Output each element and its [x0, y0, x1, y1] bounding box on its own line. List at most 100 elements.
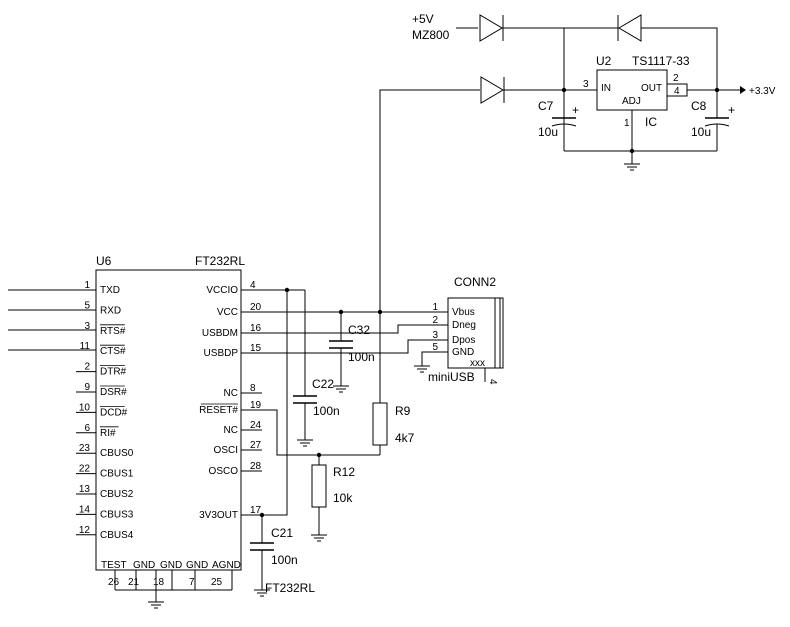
vin-source-label: MZ800: [412, 28, 450, 42]
conn2-pin-name: Dneg: [452, 320, 476, 331]
u6-bottom-pin-name: GND: [186, 560, 208, 571]
u6-right-pin-number: 16: [250, 323, 262, 334]
ground-symbol-c21: [254, 589, 270, 597]
regulator-part: TS1117-33: [632, 54, 690, 68]
u6-left-pin-number: 10: [79, 402, 91, 413]
conn2-pin-name: Vbus: [452, 307, 475, 318]
c8-polarity: +: [728, 103, 735, 117]
c7-value: 10u: [538, 125, 558, 139]
u6-left-pin-name: CBUS2: [100, 489, 134, 500]
vout-label: +3.3V: [749, 86, 776, 97]
u6-left-pin-name: RI#: [100, 428, 116, 439]
u6-right-pin-name: OSCO: [209, 466, 239, 477]
capacitor-c21: [250, 542, 274, 551]
u6-right-pin-number: 19: [250, 400, 262, 411]
vin-label: +5V: [412, 12, 434, 26]
regulator-pin-in: IN: [601, 83, 611, 94]
u6-left-pin-name: DSR#: [100, 387, 127, 398]
u6-left-pin-number: 2: [84, 362, 90, 373]
u6-right-pin-name: 3V3OUT: [199, 510, 238, 521]
capacitor-c32: [329, 340, 353, 349]
u6-left-pin-number: 1: [84, 280, 90, 291]
u6-left-pin-number: 22: [79, 464, 91, 475]
regulator-pin-out: OUT: [641, 83, 662, 94]
regulator-pin-num-adj: 1: [624, 118, 630, 129]
u6-right-pin-number: 17: [250, 505, 262, 516]
u6-right-pin-number: 28: [250, 461, 262, 472]
u6-right-pin-name: USBDM: [202, 328, 238, 339]
u6-left-pin-name: RTS#: [100, 326, 126, 337]
u6-ref: U6: [96, 254, 112, 268]
u6-left-pin-name: CTS#: [100, 346, 126, 357]
regulator-body-label: IC: [645, 115, 657, 129]
u6-footer-label: FT232RL: [265, 581, 315, 595]
u6-part: FT232RL: [195, 254, 245, 268]
u6-bottom-pin-name: TEST: [101, 560, 127, 571]
u6-left-pin-number: 6: [84, 423, 90, 434]
conn2-ref: CONN2: [454, 275, 496, 289]
regulator-pin-num-in: 3: [583, 79, 589, 90]
ground-symbol-conn: [414, 365, 430, 373]
u6-left-pin-name: DTR#: [100, 367, 127, 378]
resistor-r12: [311, 464, 327, 508]
ground-symbol-regulator: [624, 163, 640, 171]
capacitor-c22: [293, 395, 317, 404]
regulator-pin-num-out: 2: [673, 73, 679, 84]
u6-right-pin-name: NC: [224, 425, 238, 436]
u6-left-pin-name: CBUS0: [100, 448, 134, 459]
regulator-ref: U2: [596, 54, 612, 68]
diode-d3: [480, 76, 505, 104]
u6-left-pin-number: 5: [84, 300, 90, 311]
conn2-part: miniUSB: [428, 370, 475, 384]
r12-ref: R12: [333, 465, 355, 479]
u6-right-pin-number: 20: [250, 302, 262, 313]
regulator-pin-num-tab: 4: [674, 86, 680, 97]
c21-ref: C21: [271, 526, 293, 540]
u6-right-pin-name: VCC: [217, 307, 238, 318]
u6-bottom-pin-name: AGND: [212, 560, 241, 571]
conn2-shield-mark: xxx: [470, 358, 485, 369]
u6-bottom-pin-number: 26: [108, 577, 120, 588]
u6-left-pin-name: CBUS4: [100, 530, 134, 541]
r9-ref: R9: [395, 404, 411, 418]
u6-left-pin-number: 11: [80, 341, 91, 352]
u6-right-pin-name: USBDP: [204, 348, 239, 359]
ground-symbol-r12: [311, 534, 327, 542]
u6-bottom-pin-number: 21: [128, 577, 140, 588]
power-supply-section: +5V MZ800 U2 TS1117-33 IN OUT ADJ: [379, 12, 776, 312]
c22-ref: C22: [312, 377, 334, 391]
conn2-pin-number: 3: [432, 330, 438, 341]
u6-right-pin-name: VCCIO: [206, 285, 238, 296]
u6-left-pin-name: TXD: [100, 285, 120, 296]
u6-right-pin-name: OSCI: [214, 445, 238, 456]
ft232-nets: C22 100n C32 100n: [241, 287, 448, 597]
conn2-shield-pin: 4: [487, 379, 498, 385]
c7-ref: C7: [538, 99, 554, 113]
conn2-pin-number: 1: [432, 302, 438, 313]
u6-left-pin-name: CBUS3: [100, 509, 134, 520]
conn2-pin-name: GND: [452, 347, 474, 358]
u6-bottom-pin-name: GND: [160, 560, 182, 571]
u6-left-pin-number: 14: [79, 504, 91, 515]
u6-left-pin-name: CBUS1: [100, 469, 134, 480]
u6-left-pin-number: 13: [79, 484, 91, 495]
ground-symbol-c22: [297, 439, 313, 447]
u6-left-pin-number: 12: [79, 525, 91, 536]
c22-value: 100n: [313, 404, 340, 418]
u6-bottom-pin-number: 7: [189, 577, 195, 588]
u6-body: [95, 269, 242, 571]
u6-right-pin-number: 15: [250, 343, 262, 354]
conn2-pin-number: 2: [432, 315, 438, 326]
u6-bottom-pin-name: GND: [133, 560, 155, 571]
r12-value: 10k: [333, 491, 353, 505]
diode-d1: [479, 14, 504, 42]
c8-ref: C8: [691, 99, 707, 113]
u6-bottom-pin-number: 18: [153, 577, 165, 588]
c32-value: 100n: [348, 350, 375, 364]
u6-left-pin-number: 23: [79, 443, 91, 454]
u6-right-pin-number: 8: [250, 383, 256, 394]
